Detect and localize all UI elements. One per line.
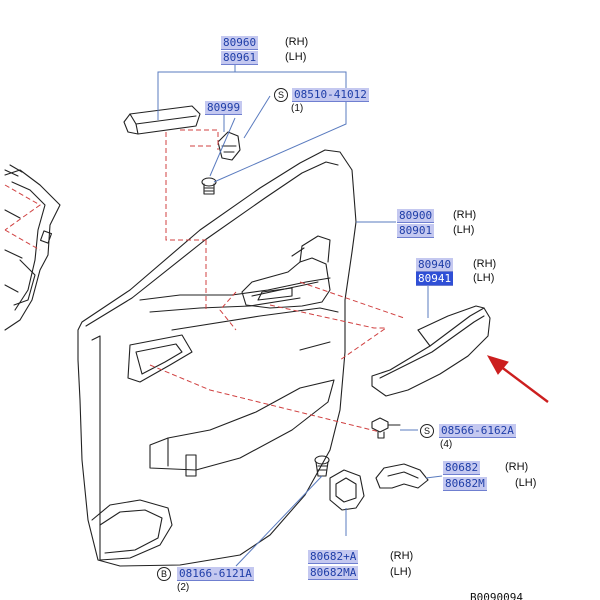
escutcheon-rh-part-number[interactable]: 80682+A xyxy=(308,550,359,564)
screw-symbol-badge-2: S xyxy=(420,424,434,438)
cover-lh-label: (LH) xyxy=(285,51,307,63)
middle-screw xyxy=(371,417,401,439)
finisher-rh-label: (RH) xyxy=(453,209,477,221)
bolt-quantity: (2) xyxy=(177,582,190,593)
bolt xyxy=(314,455,330,477)
diagram-reference-code: B0090094 xyxy=(470,591,523,600)
cover-part xyxy=(123,105,201,135)
inner-handle-part xyxy=(375,463,429,489)
top-screw-part-number[interactable]: 08510-41012 xyxy=(292,88,369,102)
finisher-lh-label: (LH) xyxy=(453,224,475,236)
bolt-part-number[interactable]: 08166-6121A xyxy=(177,567,254,581)
handle-rh-label: (RH) xyxy=(505,461,529,473)
escutcheon-lh-label: (LH) xyxy=(390,566,412,578)
clip-part xyxy=(217,131,241,161)
finisher-lh-part-number[interactable]: 80901 xyxy=(397,224,435,238)
handle-lh-part-number[interactable]: 80682M xyxy=(443,477,487,491)
handle-rh-part-number[interactable]: 80682 xyxy=(443,461,481,475)
bolt-symbol-badge: B xyxy=(157,567,171,581)
escutcheon-rh-label: (RH) xyxy=(390,550,414,562)
alignment-lines xyxy=(4,129,405,433)
callout-leaders xyxy=(157,60,443,567)
middle-screw-part-number[interactable]: 08566-6162A xyxy=(439,424,516,438)
escutcheon-part xyxy=(329,469,365,511)
switch-housing xyxy=(241,235,331,309)
armrest-rh-label: (RH) xyxy=(473,258,497,270)
inner-door-panel-fragment xyxy=(4,164,61,331)
screw-symbol-badge: S xyxy=(274,88,288,102)
red-pointer-arrow xyxy=(486,355,549,403)
finisher-rh-part-number[interactable]: 80900 xyxy=(397,209,435,223)
top-screw xyxy=(201,177,217,195)
top-screw-quantity: (1) xyxy=(291,103,304,114)
armrest-rh-part-number[interactable]: 80940 xyxy=(416,258,454,272)
armrest-lh-part-number[interactable]: 80941 xyxy=(416,272,454,286)
cover-lh-part-number[interactable]: 80961 xyxy=(221,51,259,65)
handle-lh-label: (LH) xyxy=(515,477,537,489)
cover-rh-part-number[interactable]: 80960 xyxy=(221,36,259,50)
armrest-part xyxy=(371,305,491,397)
escutcheon-lh-part-number[interactable]: 80682MA xyxy=(308,566,359,580)
door-finisher-panel xyxy=(77,149,357,567)
armrest-lh-label: (LH) xyxy=(473,272,495,284)
clip-part-number[interactable]: 80999 xyxy=(205,101,243,115)
middle-screw-quantity: (4) xyxy=(440,439,453,450)
cover-rh-label: (RH) xyxy=(285,36,309,48)
